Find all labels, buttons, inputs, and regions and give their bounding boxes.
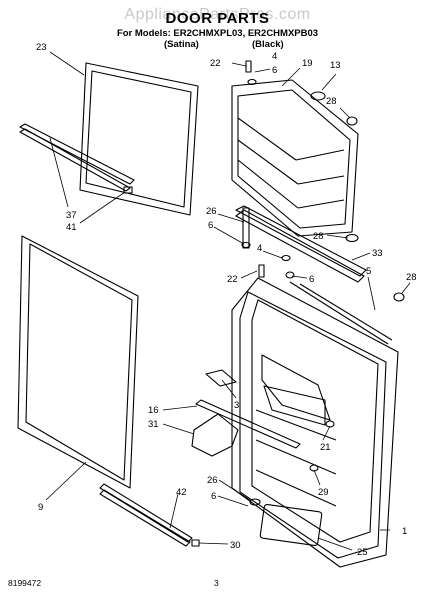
door-bins-drawing	[191, 369, 335, 547]
callout-numbers: 23 22 4 6 19 13 28 37 41 26 6 4 28 33 5 …	[36, 42, 417, 558]
page-number: 3	[214, 578, 219, 588]
callout-5: 5	[366, 266, 371, 277]
callout-41: 41	[66, 222, 77, 233]
fresh-food-gasket-drawing	[17, 235, 139, 489]
callout-19: 19	[302, 58, 313, 69]
callout-23: 23	[36, 42, 47, 53]
variant-black: (Black)	[252, 39, 284, 50]
variant-satina: (Satina)	[164, 39, 199, 50]
freezer-gasket-drawing	[79, 62, 199, 216]
hinge-hardware-top	[241, 60, 405, 302]
callout-leader-lines	[45, 51, 411, 551]
callout-6-right: 6	[309, 274, 314, 285]
callout-25: 25	[357, 547, 368, 558]
callout-30: 30	[230, 540, 241, 551]
callout-28-right: 28	[406, 272, 417, 283]
callout-26-bottom: 26	[207, 475, 218, 486]
hinge-cover-drawing	[235, 205, 367, 283]
callout-6-bottom: 6	[211, 491, 216, 502]
callout-28-top: 28	[326, 96, 337, 107]
freezer-handle-strip-drawing	[19, 123, 135, 194]
doc-number: 8199472	[8, 578, 42, 588]
callout-26-top: 26	[206, 206, 217, 217]
models-line: For Models: ER2CHMXPL03, ER2CHMXPB03	[116, 28, 319, 39]
callout-37: 37	[66, 210, 77, 221]
callout-6: 6	[272, 65, 277, 76]
callout-6-mid: 6	[208, 220, 213, 231]
callout-13: 13	[330, 60, 341, 71]
callout-29: 29	[318, 487, 329, 498]
watermark: AppliancePartsPros.com	[124, 6, 311, 23]
callout-1: 1	[402, 526, 407, 537]
callout-42: 42	[176, 487, 187, 498]
callout-9: 9	[38, 502, 43, 513]
page-title: DOOR PARTS	[165, 10, 270, 27]
callout-3: 3	[234, 400, 239, 411]
callout-4-mid: 4	[257, 243, 262, 254]
callout-22: 22	[210, 58, 221, 69]
fresh-food-door-liner-drawing	[231, 277, 399, 568]
callout-4: 4	[272, 51, 277, 62]
freezer-door-liner-drawing	[231, 79, 359, 237]
callout-22-mid: 22	[227, 274, 238, 285]
callout-28-mid: 28	[313, 231, 324, 242]
callout-33: 33	[372, 248, 383, 259]
callout-31: 31	[148, 419, 159, 430]
callout-21: 21	[320, 442, 331, 453]
callout-16: 16	[148, 405, 159, 416]
